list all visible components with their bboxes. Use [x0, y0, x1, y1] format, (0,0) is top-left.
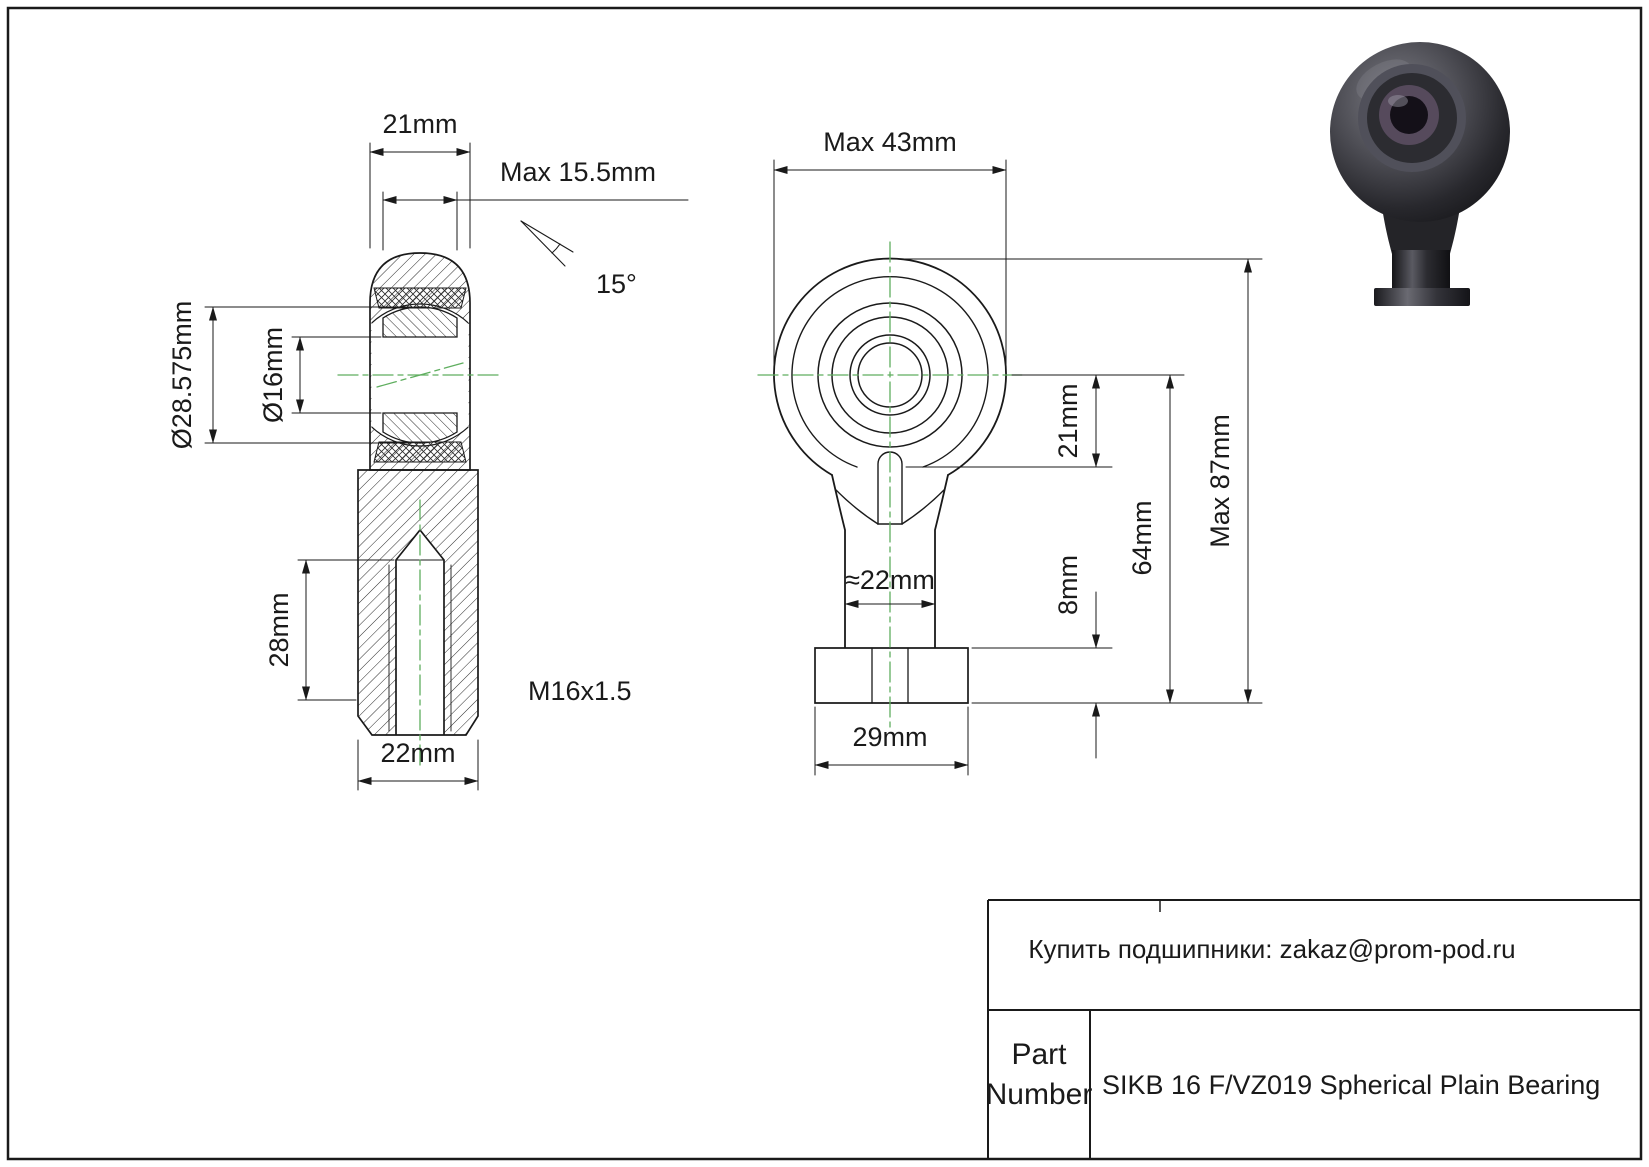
- dim-head-diameter: [773, 159, 1007, 369]
- dim-head-width-label: 21mm: [382, 109, 457, 139]
- render-bore-hole: [1390, 96, 1428, 134]
- bore-circle-outer: [849, 334, 931, 416]
- dim-overall-length: [897, 258, 1263, 704]
- dim-ball-width: [382, 191, 689, 251]
- head-bottom-right: [901, 489, 945, 525]
- dim-shank-width: [357, 739, 479, 791]
- dim-nut-width: [814, 706, 969, 776]
- dim-shank-width-label: 22mm: [380, 738, 455, 768]
- dim-center-to-bottom-label: 64mm: [1127, 500, 1157, 575]
- part-label-line1: Part: [1011, 1038, 1067, 1071]
- dim-tilt-angle-label: 15°: [596, 269, 637, 299]
- section-centerlines: [337, 362, 503, 769]
- dim-thread-depth-label: 28mm: [264, 592, 294, 667]
- part-label-line2: Number: [986, 1078, 1093, 1111]
- dim-thread-spec-label: M16x1.5: [528, 676, 632, 706]
- centerline-tilted: [376, 362, 464, 388]
- contact-text: Купить подшипники: zakaz@prom-pod.ru: [1028, 934, 1515, 964]
- render-flange: [1374, 288, 1470, 306]
- dim-ball-width-label: Max 15.5mm: [500, 157, 656, 187]
- dim-overall-length-label: Max 87mm: [1205, 414, 1235, 548]
- ball-section-top: [382, 306, 458, 338]
- nut-outline: [814, 647, 969, 704]
- dim-nut-height-label: 8mm: [1053, 555, 1083, 615]
- dim-nut-height: [971, 591, 1113, 759]
- shank-edge-right: [934, 474, 949, 649]
- front-view: Max 43mm 21mm 8mm 64mm Max 87mm: [757, 127, 1263, 776]
- dim-thread-depth: [297, 559, 395, 701]
- liner-band-top: [373, 287, 467, 309]
- dim-head-diameter-label: Max 43mm: [823, 127, 957, 157]
- shank-edge-left: [831, 474, 846, 649]
- head-bottom-left: [835, 489, 879, 525]
- dim-nut-width-label: 29mm: [852, 722, 927, 752]
- dim-head-below-center-label: 21mm: [1053, 383, 1083, 458]
- front-centerlines: [757, 241, 1023, 729]
- dim-head-width: [369, 142, 471, 249]
- title-block: Купить подшипники: zakaz@prom-pod.ru Par…: [986, 899, 1641, 1159]
- part-number-text: SIKB 16 F/VZ019 Spherical Plain Bearing: [1102, 1070, 1600, 1100]
- render-shank: [1392, 250, 1450, 294]
- dim-bore-diameter: [291, 336, 382, 414]
- dim-sphere-diameter-label: Ø28.575mm: [167, 301, 197, 450]
- render-bore-glint: [1388, 95, 1408, 107]
- dim-front-shank-width-label: ≈22mm: [845, 565, 935, 595]
- render-3d: [1330, 42, 1510, 306]
- dim-head-below-center: [905, 374, 1185, 468]
- dim-tilt-angle: [520, 220, 574, 267]
- shank-section: [357, 469, 479, 736]
- liner-band-bottom: [373, 441, 467, 463]
- ball-section-bottom: [382, 412, 458, 444]
- dim-sphere-diameter: [204, 306, 413, 444]
- dim-bore-diameter-label: Ø16mm: [258, 327, 288, 423]
- section-view: 21mm Max 15.5mm 15° Ø28.575mm: [167, 109, 689, 791]
